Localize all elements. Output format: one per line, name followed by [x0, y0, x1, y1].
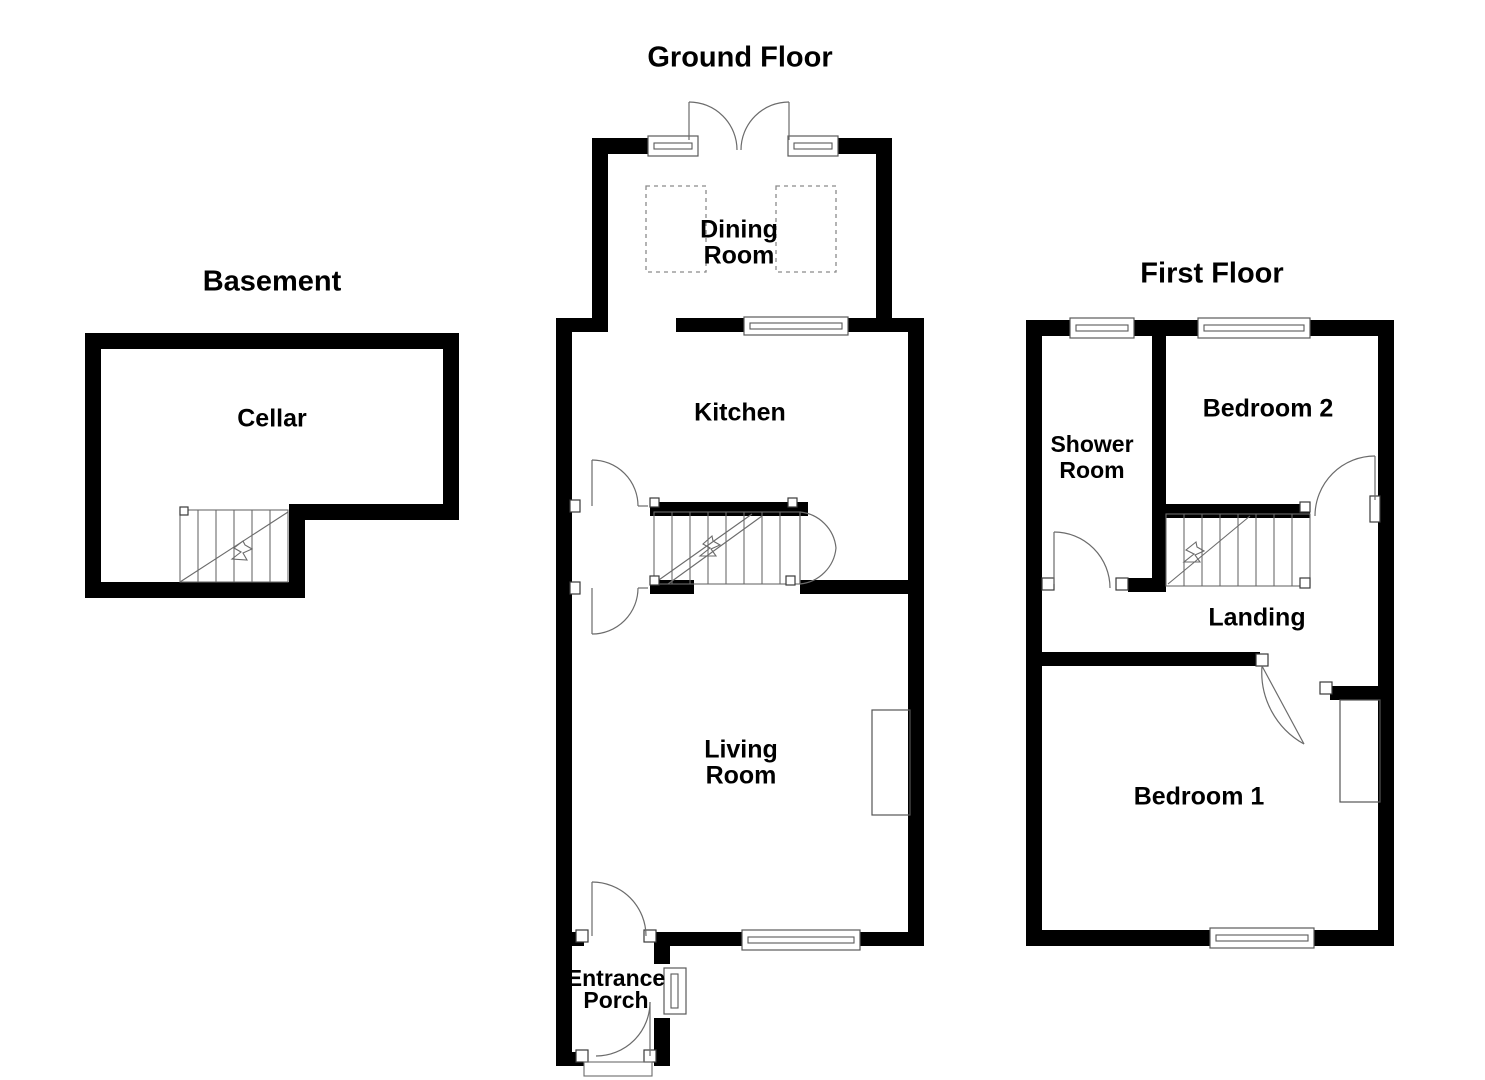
chimney-breast — [871, 709, 911, 816]
bedroom-2-door[interactable] — [1314, 455, 1381, 523]
basement-floor-group: Basement — [85, 266, 459, 598]
first-floor-title: First Floor — [1140, 258, 1283, 290]
room-label-dining-room-line2: Room — [704, 242, 775, 270]
living-room-door[interactable] — [569, 581, 648, 635]
room-label-kitchen: Kitchen — [694, 399, 786, 427]
cellar-staircase — [179, 506, 289, 583]
room-label-living-room: Living — [704, 736, 778, 764]
room-label-entrance-porch: Entrance — [567, 965, 665, 991]
room-label-landing: Landing — [1208, 604, 1305, 632]
kitchen-door[interactable] — [569, 459, 648, 513]
room-label-living-room-line2: Room — [706, 762, 777, 790]
french-doors[interactable] — [647, 101, 839, 157]
landing-staircase — [1165, 501, 1311, 589]
shower-room-door[interactable] — [1041, 531, 1129, 591]
first-floor-walls — [1026, 320, 1394, 946]
bedroom-1-door[interactable] — [1255, 653, 1333, 745]
room-label-dining-room: Dining — [700, 216, 778, 244]
room-label-shower-room-line2: Room — [1059, 457, 1124, 483]
room-label-cellar: Cellar — [237, 405, 307, 433]
bedroom-1-alcove — [1339, 699, 1381, 803]
room-label-bedroom-2: Bedroom 2 — [1203, 395, 1334, 423]
first-floor-group: First Floor — [1026, 258, 1394, 949]
ground-floor-group: Ground Floor — [556, 42, 924, 1077]
ground-floor-main-walls — [556, 318, 924, 946]
ground-floor-title: Ground Floor — [647, 42, 832, 74]
porch-front-door[interactable] — [575, 1001, 657, 1077]
understairs-door[interactable] — [799, 511, 837, 585]
bedroom-2-window — [1197, 317, 1311, 339]
bedroom-1-window — [1209, 927, 1315, 949]
room-label-bedroom-1: Bedroom 1 — [1134, 783, 1265, 811]
room-label-entrance-porch-line2: Porch — [583, 987, 648, 1013]
porch-inner-door[interactable] — [575, 881, 657, 943]
room-label-shower-room: Shower — [1050, 431, 1133, 457]
porch-window — [663, 967, 687, 1015]
cellar-walls — [85, 333, 459, 598]
room-labels-layer: Cellar Dining Room Kitchen Living Room E… — [237, 216, 1333, 1013]
kitchen-staircase — [649, 497, 801, 586]
dining-room-walls — [592, 138, 892, 332]
shower-room-window — [1069, 317, 1135, 339]
living-room-window — [741, 929, 861, 951]
basement-floor-title: Basement — [203, 266, 342, 298]
kitchen-rear-window — [743, 316, 849, 336]
dining-furniture — [645, 185, 837, 273]
